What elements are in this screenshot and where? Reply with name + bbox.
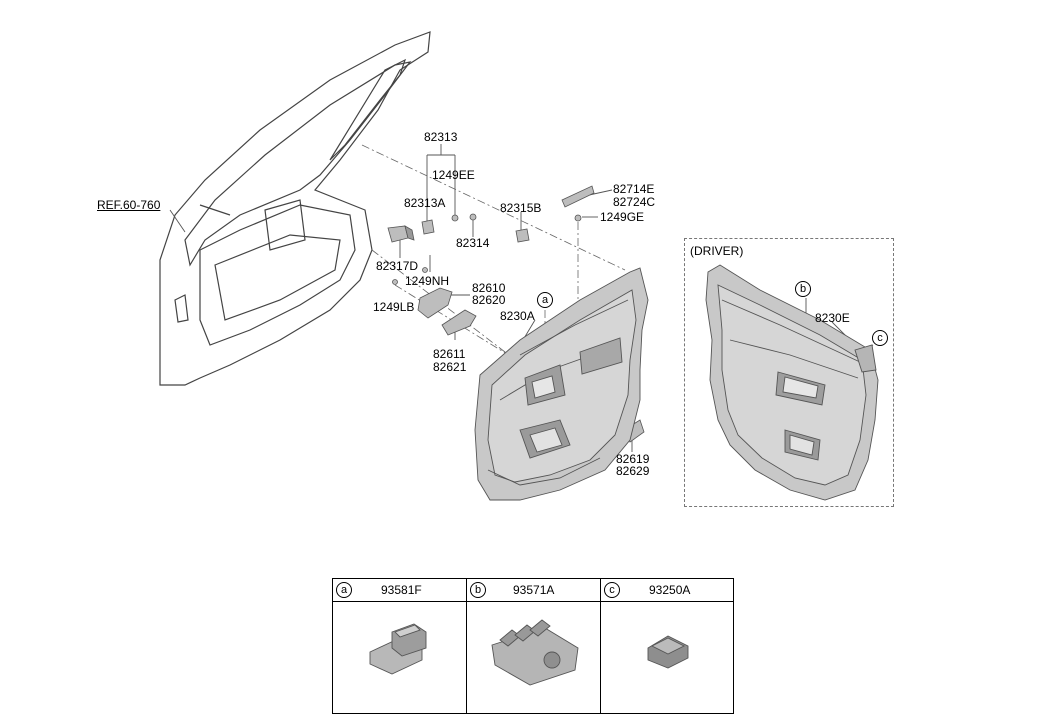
- legend-code-c: 93250A: [649, 583, 691, 597]
- part-label-82621: 82621: [433, 360, 467, 374]
- legend-cell-header: b 93571A: [467, 579, 600, 602]
- legend-cell-header: a 93581F: [333, 579, 466, 602]
- part-label-82610: 82610: [472, 281, 506, 295]
- part-label-82315B: 82315B: [500, 201, 542, 215]
- part-82610: [417, 287, 453, 319]
- legend-table: a 93581F b 93571A c 93250A: [332, 578, 734, 714]
- part-82714E: [561, 185, 595, 208]
- part-label-1249NH: 1249NH: [405, 274, 450, 288]
- driver-label: (DRIVER): [690, 244, 744, 258]
- callout-c: c: [872, 330, 888, 346]
- part-82314: [469, 213, 477, 221]
- small-parts: [387, 185, 645, 443]
- part-1249NH: [422, 267, 428, 273]
- part-label-82317D: 82317D: [376, 259, 419, 273]
- part-label-82314: 82314: [456, 236, 490, 250]
- legend-cell-c: c 93250A: [601, 579, 733, 713]
- part-label-82611: 82611: [433, 347, 466, 361]
- door-trim-passenger: [474, 267, 649, 501]
- part-label-82629: 82629: [616, 464, 650, 478]
- part-label-82714E: 82714E: [613, 182, 655, 196]
- door-frame: [159, 31, 431, 386]
- part-label-8230A: 8230A: [500, 309, 535, 323]
- part-label-82313A: 82313A: [404, 196, 446, 210]
- part-1249LB: [392, 279, 398, 285]
- part-label-82620: 82620: [472, 293, 506, 307]
- legend-callout-a: a: [336, 582, 352, 598]
- part-label-1249LB: 1249LB: [373, 300, 415, 314]
- legend-callout-b: b: [470, 582, 486, 598]
- part-82313A: [421, 219, 435, 235]
- part-82317D: [387, 225, 409, 243]
- ref-label[interactable]: REF.60-760: [97, 198, 161, 212]
- legend-cell-header: c 93250A: [601, 579, 733, 602]
- part-label-8230E: 8230E: [815, 311, 850, 325]
- driver-variant-box: (DRIVER): [684, 238, 894, 507]
- legend-code-b: 93571A: [513, 583, 555, 597]
- callout-b: b: [795, 281, 811, 297]
- part-82611: [441, 309, 477, 336]
- part-1249GE: [574, 214, 582, 222]
- legend-callout-c: c: [604, 582, 620, 598]
- part-1249EE: [451, 214, 459, 222]
- part-82315B: [515, 228, 530, 243]
- legend-cell-b: b 93571A: [467, 579, 601, 713]
- part-label-1249GE: 1249GE: [600, 210, 645, 224]
- callout-a: a: [537, 292, 553, 308]
- legend-illustrations: [369, 619, 689, 686]
- part-label-82313: 82313: [424, 130, 458, 144]
- door-trim-driver: [705, 264, 879, 501]
- legend-cell-a: a 93581F: [333, 579, 467, 713]
- legend-code-a: 93581F: [381, 583, 422, 597]
- part-label-82724C: 82724C: [613, 195, 656, 209]
- part-label-82619: 82619: [616, 452, 650, 466]
- part-label-1249EE: 1249EE: [432, 168, 475, 182]
